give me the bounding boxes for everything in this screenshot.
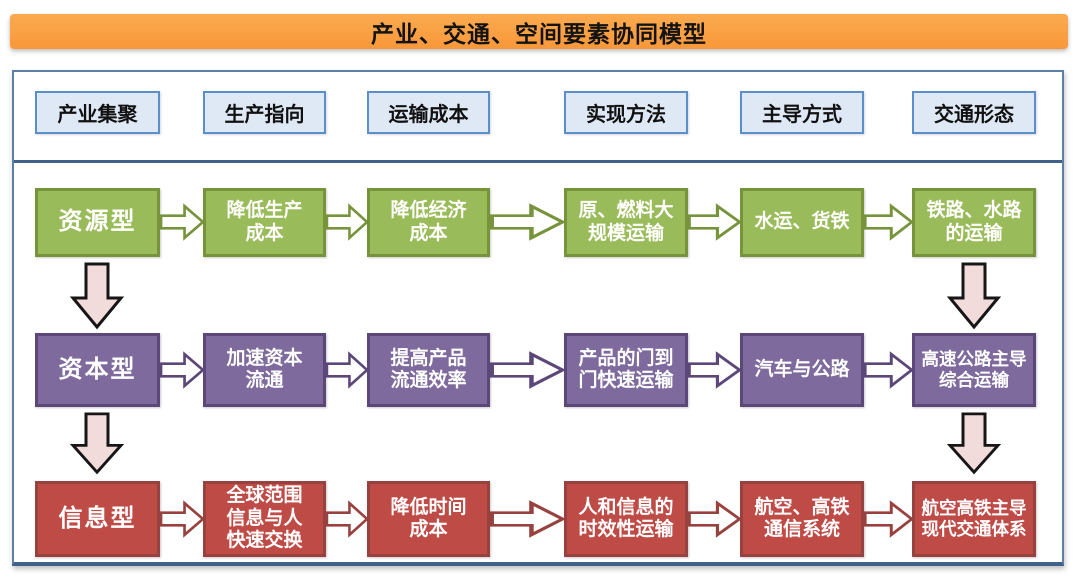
box-accelerate-capital-flow: 加速资本 流通 [203,333,326,407]
column-header-industry-agglomeration: 产业集聚 [35,91,160,134]
right-arrow-icon [160,499,205,539]
box-car-and-highway: 汽车与公路 [740,333,864,407]
right-arrow-icon [160,350,205,390]
right-arrow-icon [864,202,914,242]
right-arrow-icon [160,202,205,242]
box-global-info-exchange: 全球范围 信息与人 快速交换 [203,481,326,557]
column-header-transport-form: 交通形态 [912,91,1036,134]
box-reduce-time-cost: 降低时间 成本 [367,481,490,557]
box-water-freight-rail: 水运、货铁 [740,188,864,257]
right-arrow-icon [490,202,566,242]
box-reduce-economic-cost: 降低经济 成本 [367,188,490,257]
box-reduce-production-cost: 降低生产 成本 [203,188,326,257]
box-highway-led-transport: 高速公路主导 综合运输 [912,333,1036,407]
right-arrow-icon [688,350,742,390]
column-header-transport-cost: 运输成本 [367,91,490,134]
column-header-implementation-method: 实现方法 [564,91,688,134]
box-capital-type: 资本型 [35,333,160,407]
box-improve-product-circulation: 提高产品 流通效率 [367,333,490,407]
box-raw-fuel-mass-transport: 原、燃料大 规模运输 [564,188,688,257]
down-arrow-icon [946,412,1002,475]
box-aviation-hsr-communication: 航空、高铁 通信系统 [740,481,864,557]
box-aviation-hsr-modern-system: 航空高铁主导 现代交通体系 [912,481,1036,557]
down-arrow-icon [69,412,125,475]
box-rail-water-transport: 铁路、水路 的运输 [912,188,1036,257]
box-timeliness-transport: 人和信息的 时效性运输 [564,481,688,557]
box-door-to-door-transport: 产品的门到 门快速运输 [564,333,688,407]
right-arrow-icon [326,499,369,539]
right-arrow-icon [688,202,742,242]
diagram-frame: 产业集聚 生产指向 运输成本 实现方法 主导方式 交通形态 资源型 降低生产 成… [12,70,1064,566]
right-arrow-icon [326,350,369,390]
right-arrow-icon [490,350,566,390]
title-banner: 产业、交通、空间要素协同模型 [10,14,1068,49]
right-arrow-icon [326,202,369,242]
right-arrow-icon [490,499,566,539]
page-title: 产业、交通、空间要素协同模型 [371,20,707,47]
column-header-production-orientation: 生产指向 [203,91,326,134]
box-information-type: 信息型 [35,481,160,557]
box-resource-type: 资源型 [35,188,160,257]
column-header-dominant-mode: 主导方式 [740,91,864,134]
down-arrow-icon [946,262,1002,330]
right-arrow-icon [864,350,914,390]
header-divider [14,160,1062,163]
right-arrow-icon [688,499,742,539]
down-arrow-icon [69,262,125,330]
right-arrow-icon [864,499,914,539]
